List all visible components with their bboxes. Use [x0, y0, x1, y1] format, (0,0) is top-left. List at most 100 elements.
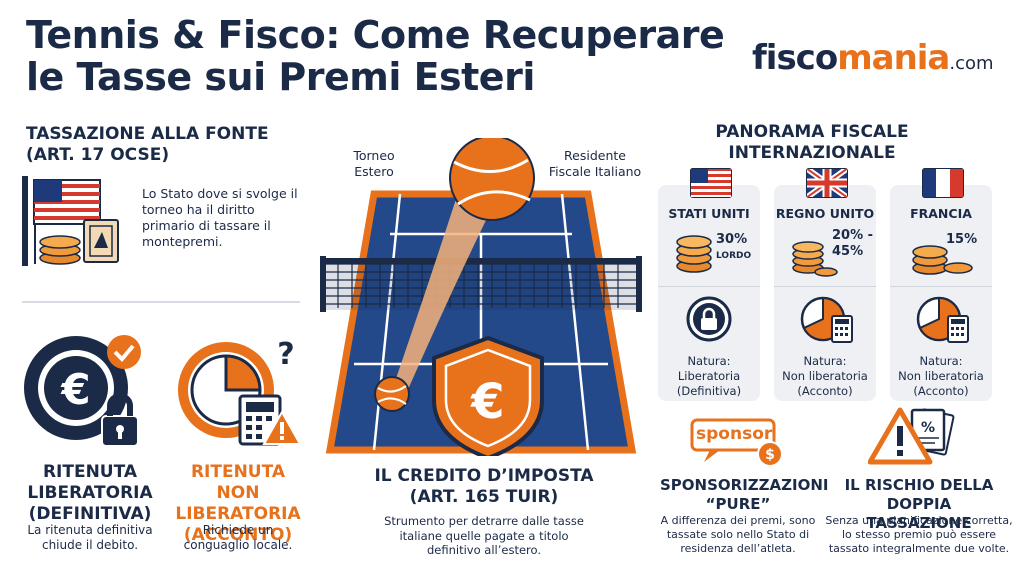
- country-name-us: STATI UNITI: [668, 206, 750, 221]
- fr-flag-icon: [922, 168, 964, 198]
- coins-icon: [676, 235, 712, 273]
- tax-credit-desc2: italiane quelle pagate a titolo: [399, 528, 569, 543]
- title-line-2: le Tasse sui Premi Esteri: [26, 55, 535, 99]
- sponsorships-description: A differenza dei premi, sono tassate sol…: [656, 514, 820, 556]
- doc-percent-symbol: %: [921, 420, 935, 436]
- withholding-advance-heading: RITENUTA NON LIBERATORIA (ACCONTO): [160, 462, 316, 546]
- withholding-final-line3: (DEFINITIVA): [28, 504, 152, 524]
- double-tax-description: Senza una pianificazione corretta, lo st…: [824, 514, 1014, 556]
- logo-part-3: .com: [949, 53, 994, 74]
- country-name-uk: REGNO UNITO: [775, 206, 875, 221]
- country-card-fr[interactable]: [890, 185, 992, 401]
- pie-calculator-warning-icon: ?: [178, 337, 302, 446]
- withholding-advance-line3: (ACCONTO): [183, 525, 293, 545]
- us-flag-tax-stamp-icon: [22, 176, 119, 266]
- divider: [22, 301, 300, 303]
- withholding-advance-line2: NON LIBERATORIA: [175, 483, 301, 524]
- double-tax-desc2: lo stesso premio può essere: [841, 528, 997, 541]
- page-title: Tennis & Fisco: Come Recuperare le Tasse…: [26, 14, 726, 98]
- tax-credit-desc1: Strumento per detrarre dalle tasse: [384, 514, 584, 528]
- nature-uk-line2: Non liberatoria: [782, 369, 868, 383]
- double-tax-line2: DOPPIA TASSAZIONE: [866, 495, 972, 532]
- withholding-final-line1: RITENUTA: [42, 462, 138, 482]
- nature-uk: Natura: Non liberatoria (Acconto): [770, 354, 880, 399]
- rate-us: 30% LORDO: [716, 232, 751, 264]
- sponsorships-desc2: tassate solo nello Stato di: [666, 528, 810, 541]
- rate-fr: 15%: [946, 232, 977, 248]
- card-divider: [658, 286, 760, 287]
- nature-us-line3: (Definitiva): [676, 384, 742, 398]
- nature-fr-line2: Non liberatoria: [898, 369, 984, 383]
- brand-logo[interactable]: fiscomania.com: [752, 38, 994, 78]
- rate-uk-line1: 20% -: [832, 228, 874, 243]
- country-name-fr: FRANCIA: [910, 206, 972, 221]
- court-label-italian-resident: Residente Fiscale Italiano: [536, 148, 654, 180]
- international-heading: PANORAMA FISCALE INTERNAZIONALE: [712, 122, 912, 164]
- coins-icon: [792, 241, 838, 277]
- source-tax-heading: TASSAZIONE ALLA FONTE (ART. 17 OCSE): [26, 124, 269, 166]
- pie-calculator-icon: [800, 296, 853, 343]
- card-divider: [774, 286, 876, 287]
- rate-fr-line1: 15%: [946, 232, 978, 247]
- withholding-final-line2: LIBERATORIA: [27, 483, 153, 503]
- international-heading-line2: INTERNAZIONALE: [728, 143, 896, 163]
- rate-uk-line2: 45%: [832, 244, 864, 259]
- sponsorships-desc3: residenza dell’atleta.: [680, 542, 796, 555]
- nature-fr-line1: Natura:: [919, 354, 963, 368]
- court-left-line2: Estero: [354, 164, 394, 179]
- sponsorships-line2: “PURE”: [705, 495, 771, 513]
- tennis-court-illustration: €: [320, 138, 642, 456]
- withholding-final-desc2: chiude il debito.: [41, 538, 139, 552]
- uk-flag-icon: [806, 168, 848, 198]
- court-right-line1: Residente: [564, 148, 626, 163]
- double-tax-desc3: tassato integralmente due volte.: [828, 542, 1010, 555]
- withholding-advance-desc2: conguaglio locale.: [183, 538, 293, 552]
- sponsorships-heading: SPONSORIZZAZIONI “PURE”: [660, 476, 829, 514]
- warning-documents-icon: %: [868, 407, 955, 465]
- nature-uk-line3: (Acconto): [797, 384, 853, 398]
- sponsor-badge-label: sponsor: [696, 424, 773, 444]
- withholding-advance-description: Richiede un conguaglio locale.: [160, 523, 316, 553]
- withholding-advance-desc1: Richiede un: [202, 523, 274, 537]
- sponsorships-line1: SPONSORIZZAZIONI: [660, 476, 829, 494]
- double-tax-line1: IL RISCHIO DELLA: [844, 476, 994, 494]
- double-tax-desc1: Senza una pianificazione corretta,: [825, 514, 1013, 527]
- withholding-final-desc1: La ritenuta definitiva: [27, 523, 153, 537]
- tax-credit-description: Strumento per detrarre dalle tasse itali…: [372, 514, 596, 558]
- nature-us-line1: Natura:: [687, 354, 731, 368]
- nature-fr: Natura: Non liberatoria (Acconto): [886, 354, 996, 399]
- sponsorships-desc1: A differenza dei premi, sono: [660, 514, 816, 527]
- sponsor-badge-icon: $: [690, 418, 783, 467]
- court-label-foreign-tournament: Torneo Estero: [342, 148, 406, 180]
- nature-fr-line3: (Acconto): [913, 384, 969, 398]
- court-right-line2: Fiscale Italiano: [548, 164, 642, 179]
- svg-text:€: €: [470, 374, 504, 430]
- tax-credit-line1: IL CREDITO D’IMPOSTA: [374, 466, 594, 486]
- nature-uk-line1: Natura:: [803, 354, 847, 368]
- lock-icon: [686, 296, 732, 342]
- nature-us-line2: Liberatoria: [677, 369, 741, 383]
- withholding-advance-line1: RITENUTA: [190, 462, 286, 482]
- withholding-final-description: La ritenuta definitiva chiude il debito.: [20, 523, 160, 553]
- country-card-us[interactable]: [658, 185, 760, 401]
- source-tax-description: Lo Stato dove si svolge il torneo ha il …: [142, 186, 298, 249]
- svg-text:€: €: [60, 365, 90, 414]
- euro-lock-icon: €: [24, 335, 141, 447]
- tax-credit-desc3: definitivo all’estero.: [426, 543, 541, 557]
- rate-uk: 20% - 45%: [832, 228, 873, 260]
- pie-calculator-icon: [916, 296, 969, 343]
- country-card-uk[interactable]: [774, 185, 876, 401]
- card-divider: [890, 286, 992, 287]
- rate-us-line1: 30%: [716, 232, 748, 247]
- nature-us: Natura: Liberatoria (Definitiva): [654, 354, 764, 399]
- tax-credit-line2: (ART. 165 TUIR): [409, 487, 559, 507]
- logo-part-2: mania: [837, 38, 950, 78]
- double-tax-heading: IL RISCHIO DELLA DOPPIA TASSAZIONE: [834, 476, 1004, 533]
- title-line-1: Tennis & Fisco: Come Recuperare: [26, 13, 725, 57]
- court-left-line1: Torneo: [353, 148, 395, 163]
- svg-text:$: $: [765, 447, 775, 463]
- international-heading-line1: PANORAMA FISCALE: [715, 122, 909, 142]
- svg-text:?: ?: [277, 337, 294, 372]
- source-tax-heading-line1: TASSAZIONE ALLA FONTE: [26, 124, 269, 144]
- coins-icon: [912, 245, 973, 275]
